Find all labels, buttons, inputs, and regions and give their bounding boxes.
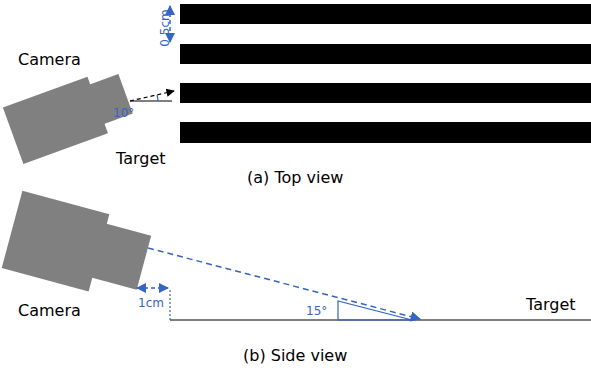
target-stripes (180, 4, 591, 143)
camera-side (2, 191, 154, 303)
angle-label: 10° (113, 107, 134, 119)
dimension-label: 0.5cm (159, 9, 171, 46)
angle-mark (338, 301, 412, 320)
view-ray (148, 248, 420, 319)
dimension-label: 1cm (138, 297, 164, 309)
camera-top (3, 67, 136, 164)
part-label: Camera (18, 52, 81, 68)
extension-line (169, 290, 170, 320)
caption: (b) Side view (243, 348, 347, 364)
dimension-arrow (137, 287, 168, 289)
part-label: Camera (18, 303, 81, 319)
part-label: Target (526, 297, 576, 313)
view-direction (130, 91, 174, 101)
angle-arc (157, 95, 158, 101)
reference-line (130, 100, 172, 101)
part-label: Target (116, 151, 166, 167)
caption: (a) Top view (247, 170, 343, 186)
angle-label: 15° (306, 305, 327, 317)
